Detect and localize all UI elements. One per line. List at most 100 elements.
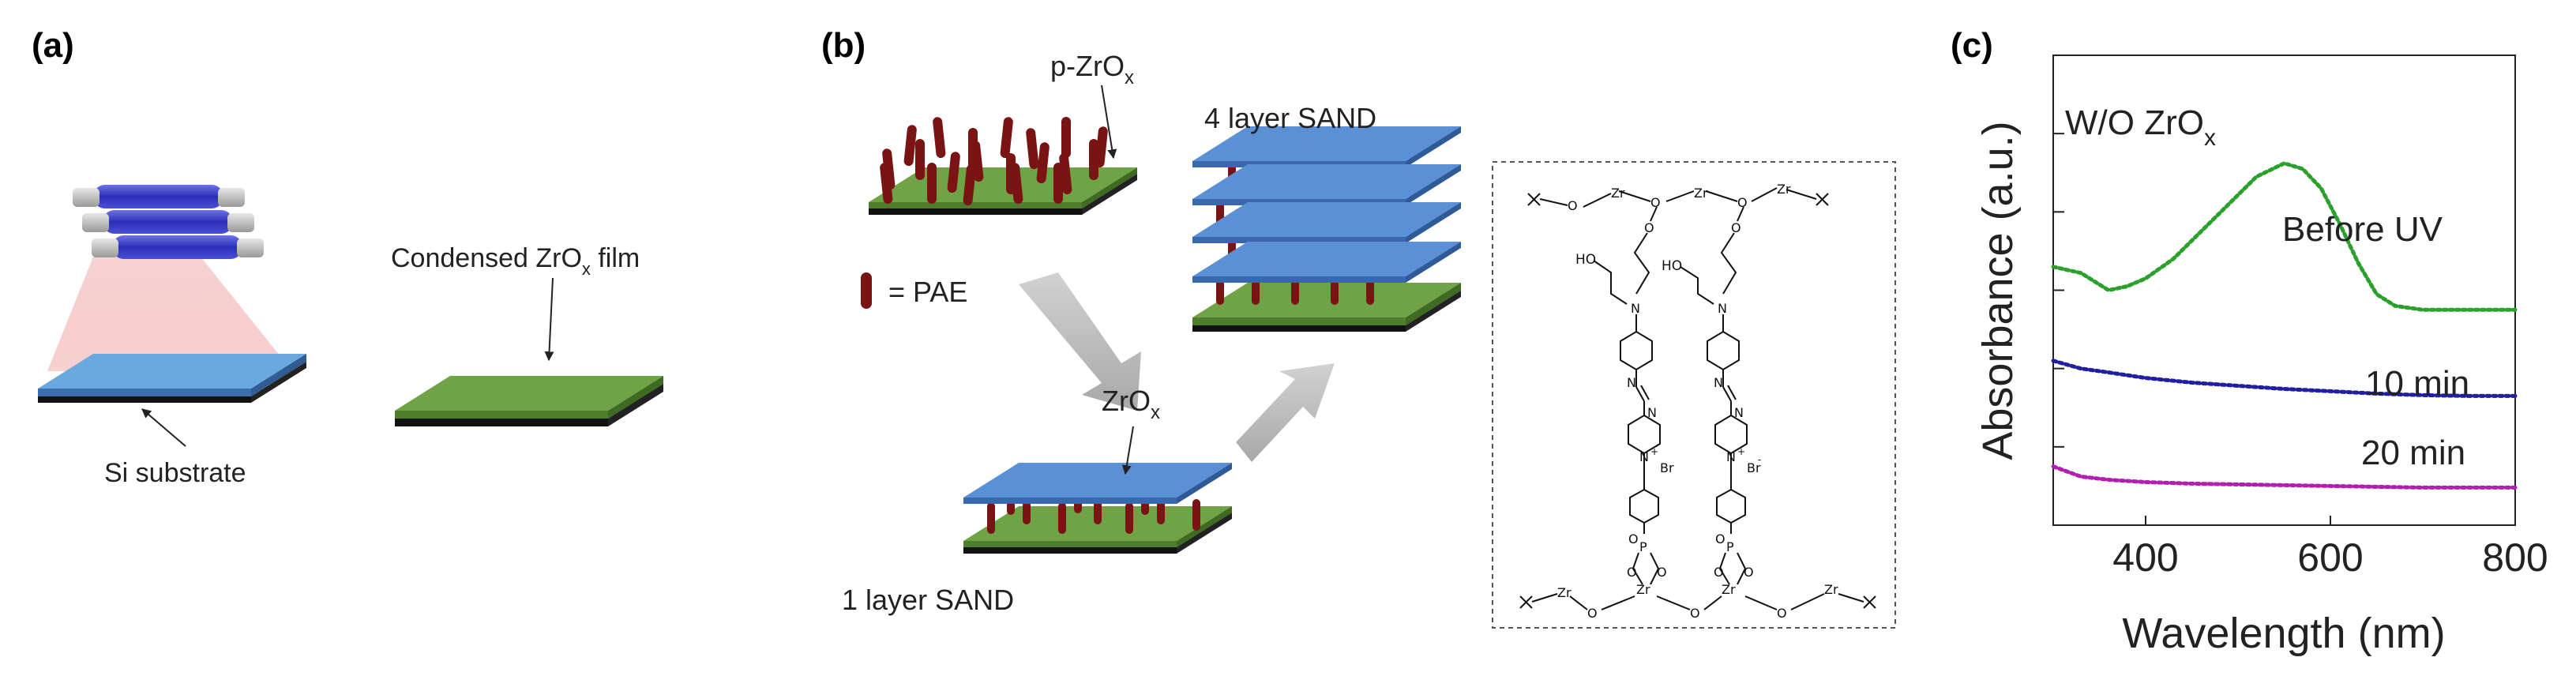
- x-tick-label: 600: [2297, 535, 2363, 580]
- pae-rod: [1252, 280, 1260, 305]
- panel-c-label: (c): [1951, 26, 1993, 65]
- series-label: 20 min: [2361, 434, 2465, 472]
- pae-rod: [963, 164, 976, 206]
- layer-side: [1406, 164, 1461, 205]
- atom-o: O: [1627, 565, 1637, 580]
- atom-n: N: [1647, 405, 1657, 420]
- layer-side: [1406, 242, 1461, 283]
- film-label: Condensed ZrOx film: [391, 243, 640, 279]
- pae-rod: [903, 125, 917, 167]
- atom-zr: Zr: [1557, 585, 1572, 600]
- atom-o: O: [1744, 565, 1754, 580]
- layer-side: [1406, 126, 1461, 167]
- pae-rod: [1053, 163, 1063, 204]
- layer-top: [1192, 126, 1461, 161]
- atom-n: N: [1627, 375, 1636, 390]
- atom-o: O: [1568, 198, 1578, 213]
- atom-br: Br: [1660, 460, 1674, 475]
- atom-o: O: [1714, 565, 1724, 580]
- pae-rod: [1089, 139, 1098, 180]
- pzro-pointer-arrow: [1101, 84, 1117, 160]
- pae-rod: [1331, 280, 1339, 305]
- layer-top: [1192, 202, 1461, 237]
- charge-plus: +: [1650, 446, 1658, 457]
- atom-p: P: [1639, 539, 1647, 554]
- pae-rod: [880, 163, 893, 205]
- y-axis-label: Absorbance (a.u.): [1974, 121, 2022, 460]
- pzro-label: p-ZrOx: [1050, 50, 1134, 88]
- pae-rod: [1000, 117, 1013, 159]
- atom-o: O: [1657, 565, 1667, 580]
- pae-legend-swatch: [861, 272, 872, 309]
- pae-rod: [947, 152, 960, 193]
- atom-zr: Zr: [1777, 182, 1791, 197]
- atom-zr: Zr: [1611, 186, 1625, 201]
- atom-o: O: [1715, 531, 1725, 546]
- atom-o: O: [1628, 531, 1639, 546]
- pae-legend-label: = PAE: [888, 276, 967, 308]
- x-axis-ticks: 400 600 800: [2112, 516, 2548, 580]
- charge-plus: +: [1737, 446, 1745, 457]
- substrate-pointer-arrow: [141, 408, 186, 447]
- pae-structure-diagram: [1519, 187, 1876, 610]
- panel-a-label: (a): [32, 26, 74, 65]
- atom-o: O: [1644, 220, 1654, 235]
- layer-top: [1192, 164, 1461, 199]
- process-arrow-down: [1019, 272, 1141, 411]
- condensed-zrox-film: [395, 376, 663, 426]
- pae-rod: [1095, 126, 1108, 168]
- pae-rod: [968, 128, 978, 169]
- pae-rod: [1216, 280, 1224, 305]
- atom-zr: Zr: [1636, 582, 1650, 597]
- layer-base: [1192, 325, 1406, 332]
- pae-rods-group: [880, 117, 1108, 206]
- ho-label-right: HO: [1662, 258, 1682, 274]
- atom-br: Br: [1747, 460, 1761, 475]
- series-line-20-min: [2051, 464, 2518, 490]
- series-group: [2051, 161, 2518, 490]
- atom-n: N: [1631, 301, 1640, 316]
- atom-n: N: [1718, 301, 1727, 316]
- atom-n: N: [1726, 449, 1736, 464]
- pae-rod: [1125, 502, 1133, 534]
- atom-p: P: [1726, 539, 1734, 554]
- pae-rod: [1192, 499, 1200, 531]
- uv-beam: [47, 253, 292, 371]
- structure-box: [1492, 161, 1896, 629]
- pae-rod: [927, 163, 937, 204]
- zro-label: ZrOx: [1102, 385, 1160, 423]
- structure-labels: O Zr O Zr O Zr O O HO HO N N N N N N N +…: [1557, 182, 1838, 621]
- x-tick-label: 400: [2112, 535, 2178, 580]
- atom-zr: Zr: [1694, 186, 1708, 201]
- layer-base: [1406, 291, 1461, 332]
- substrate-label: Si substrate: [104, 458, 246, 488]
- atom-n: N: [1639, 449, 1649, 464]
- charge-minus: -: [1758, 454, 1761, 465]
- pae-rod: [1026, 128, 1039, 170]
- pae-rod: [1061, 117, 1071, 158]
- x-tick-label: 800: [2482, 535, 2548, 580]
- pae-rod: [933, 117, 946, 159]
- layer-top: [1192, 242, 1461, 276]
- film-pointer-arrow: [544, 277, 554, 362]
- pae-rod: [987, 502, 995, 534]
- panel-b-label: (b): [821, 26, 866, 65]
- pae-rod: [1036, 142, 1050, 184]
- atom-o: O: [1587, 606, 1598, 621]
- uv-lamp-icon: [73, 185, 264, 259]
- pae-rod: [1366, 280, 1374, 305]
- atom-o: O: [1690, 606, 1700, 621]
- si-substrate-slab: [38, 354, 306, 403]
- atom-o: O: [1777, 606, 1787, 621]
- atom-zr: Zr: [1824, 582, 1838, 597]
- series-line-10-min: [2051, 359, 2518, 398]
- atom-o: O: [1737, 195, 1748, 210]
- layer-side: [1406, 202, 1461, 243]
- pae-rod: [1291, 280, 1299, 305]
- atom-o: O: [1731, 220, 1741, 235]
- atom-n: N: [1734, 405, 1744, 420]
- ho-label-left: HO: [1575, 252, 1596, 268]
- series-label: 10 min: [2365, 364, 2469, 403]
